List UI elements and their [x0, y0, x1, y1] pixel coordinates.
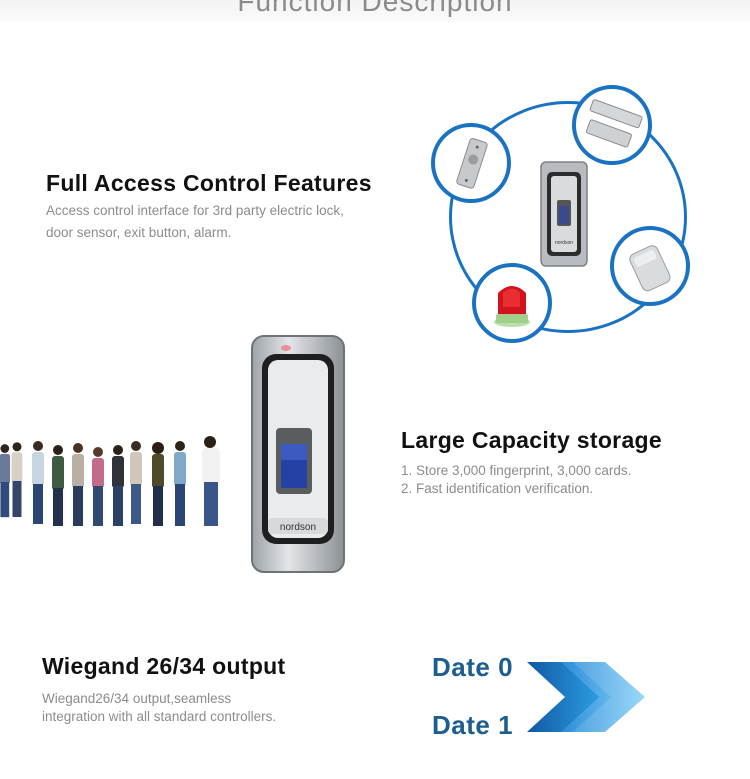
- feature-text-line: door sensor, exit button, alarm.: [46, 225, 232, 240]
- svg-text:nordson: nordson: [555, 240, 573, 246]
- door-sensor-node: [610, 226, 690, 306]
- feature-text-line: integration with all standard controller…: [42, 709, 277, 724]
- date1-label: Date 1: [432, 710, 514, 740]
- section-banner: Function Description: [0, 0, 750, 22]
- door-sensor-icon: [629, 245, 671, 292]
- feature-text-line: 1. Store 3,000 fingerprint, 3,000 cards.: [401, 463, 632, 478]
- magnetic-lock-icon: [585, 99, 643, 148]
- feature-text-line: Access control interface for 3rd party e…: [46, 203, 344, 218]
- alarm-siren-icon: [494, 286, 530, 327]
- feature-text-line: 2. Fast identification verification.: [401, 481, 594, 496]
- people-queue-icon: [0, 436, 220, 526]
- exit-button-icon: [456, 137, 488, 189]
- fingerprint-reader-icon: nordson: [540, 161, 588, 267]
- exit-button-node: [431, 123, 511, 203]
- connection-ring: [449, 101, 687, 333]
- page-title: Function Description: [237, 0, 513, 17]
- fingerprint-reader-large-icon: nordson: [251, 335, 345, 573]
- date0-label: Date 0: [432, 652, 514, 682]
- feature-text-line: Wiegand26/34 output,seamless: [42, 691, 232, 706]
- feature-heading-access-control: Full Access Control Features: [46, 170, 372, 196]
- feature-heading-storage: Large Capacity storage: [401, 427, 662, 453]
- feature-heading-wiegand: Wiegand 26/34 output: [42, 653, 286, 679]
- alarm-siren-node: [472, 263, 552, 343]
- device-brand-label: nordson: [280, 522, 316, 533]
- magnetic-lock-node: [572, 85, 652, 165]
- double-arrow-icon: [527, 662, 645, 732]
